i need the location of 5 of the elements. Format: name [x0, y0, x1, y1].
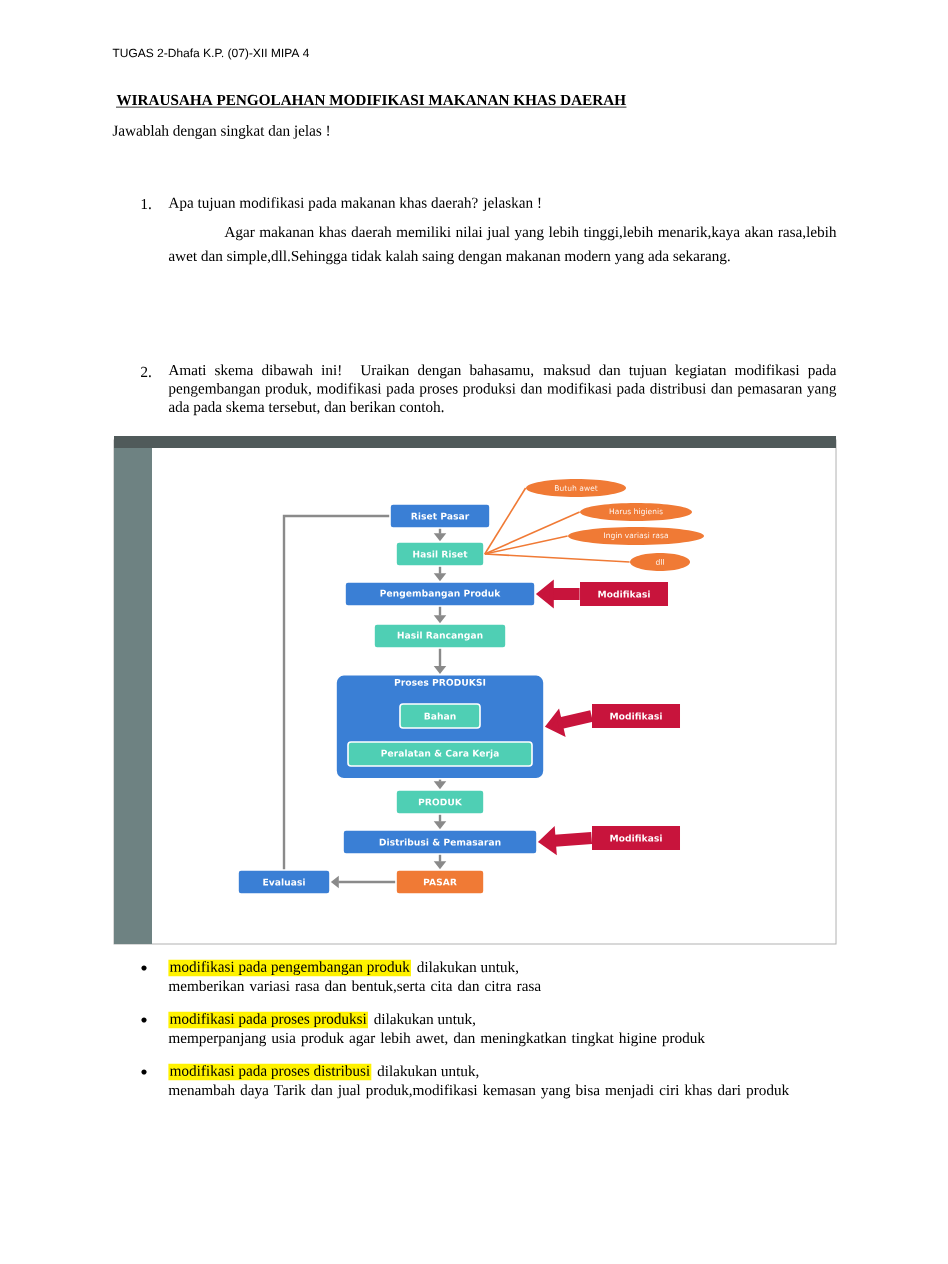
leader-line	[484, 553, 631, 563]
leader-line	[484, 535, 569, 555]
connector-line	[282, 514, 390, 870]
leader-line	[484, 487, 527, 555]
leader-line	[484, 511, 581, 555]
